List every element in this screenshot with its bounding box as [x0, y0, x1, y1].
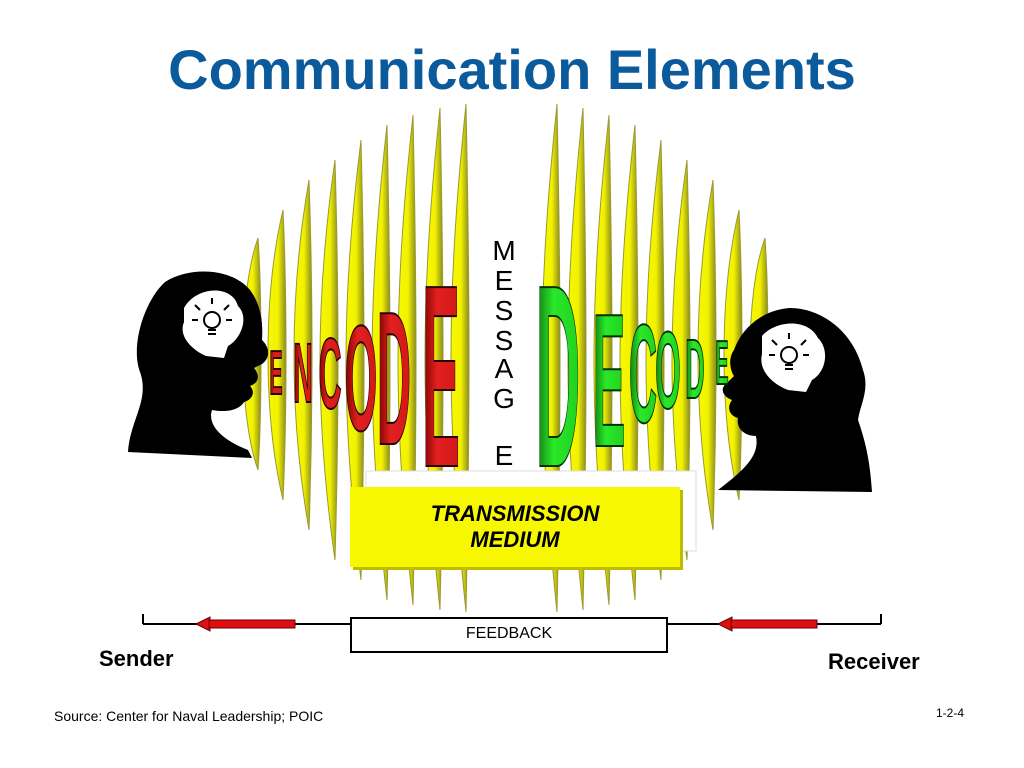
slide-title: Communication Elements	[168, 38, 856, 101]
transmission-medium-box: TRANSMISSION MEDIUM	[350, 487, 680, 567]
message-letter: S	[495, 325, 514, 356]
feedback-arrow-left-icon	[194, 616, 296, 632]
message-word: M E S S A G E	[492, 235, 515, 471]
sound-wave-arc	[697, 179, 717, 531]
sound-wave-arc	[267, 209, 287, 501]
message-letter: E	[495, 440, 514, 471]
receiver-label: Receiver	[828, 649, 920, 674]
transmission-medium-line1: TRANSMISSION	[430, 500, 600, 526]
sound-wave-arc	[293, 179, 313, 531]
sound-wave-arc	[345, 139, 365, 581]
sound-wave-arc	[671, 159, 691, 561]
sound-wave-arc	[319, 159, 339, 561]
slide-number: 1-2-4	[936, 706, 965, 720]
message-letter: G	[493, 383, 515, 414]
sender-head-icon	[128, 271, 269, 458]
encode-letter: O	[345, 295, 378, 463]
encode-letter: N	[293, 328, 312, 421]
receiver-head-icon	[718, 308, 872, 492]
sound-wave-arc	[645, 139, 665, 581]
feedback-box: FEEDBACK	[350, 617, 668, 653]
encode-letter: D	[377, 274, 411, 485]
message-letter: M	[492, 235, 515, 266]
source-note: Source: Center for Naval Leadership; POI…	[54, 708, 324, 724]
transmission-medium-line2: MEDIUM	[470, 527, 560, 552]
decode-letter: O	[655, 309, 681, 432]
feedback-arrow-right-icon	[716, 616, 818, 632]
message-letter: S	[495, 295, 514, 326]
sender-label: Sender	[99, 646, 174, 671]
decode-letter: E	[593, 275, 626, 487]
encode-letter: E	[269, 337, 282, 407]
message-letter: A	[495, 353, 514, 384]
message-letter: E	[495, 265, 514, 296]
decode-letter: D	[685, 324, 704, 417]
encode-letter: C	[318, 318, 341, 430]
decode-letter: C	[629, 295, 657, 452]
decode-word: D E C O D E	[535, 232, 729, 523]
decode-letter: E	[715, 327, 728, 397]
